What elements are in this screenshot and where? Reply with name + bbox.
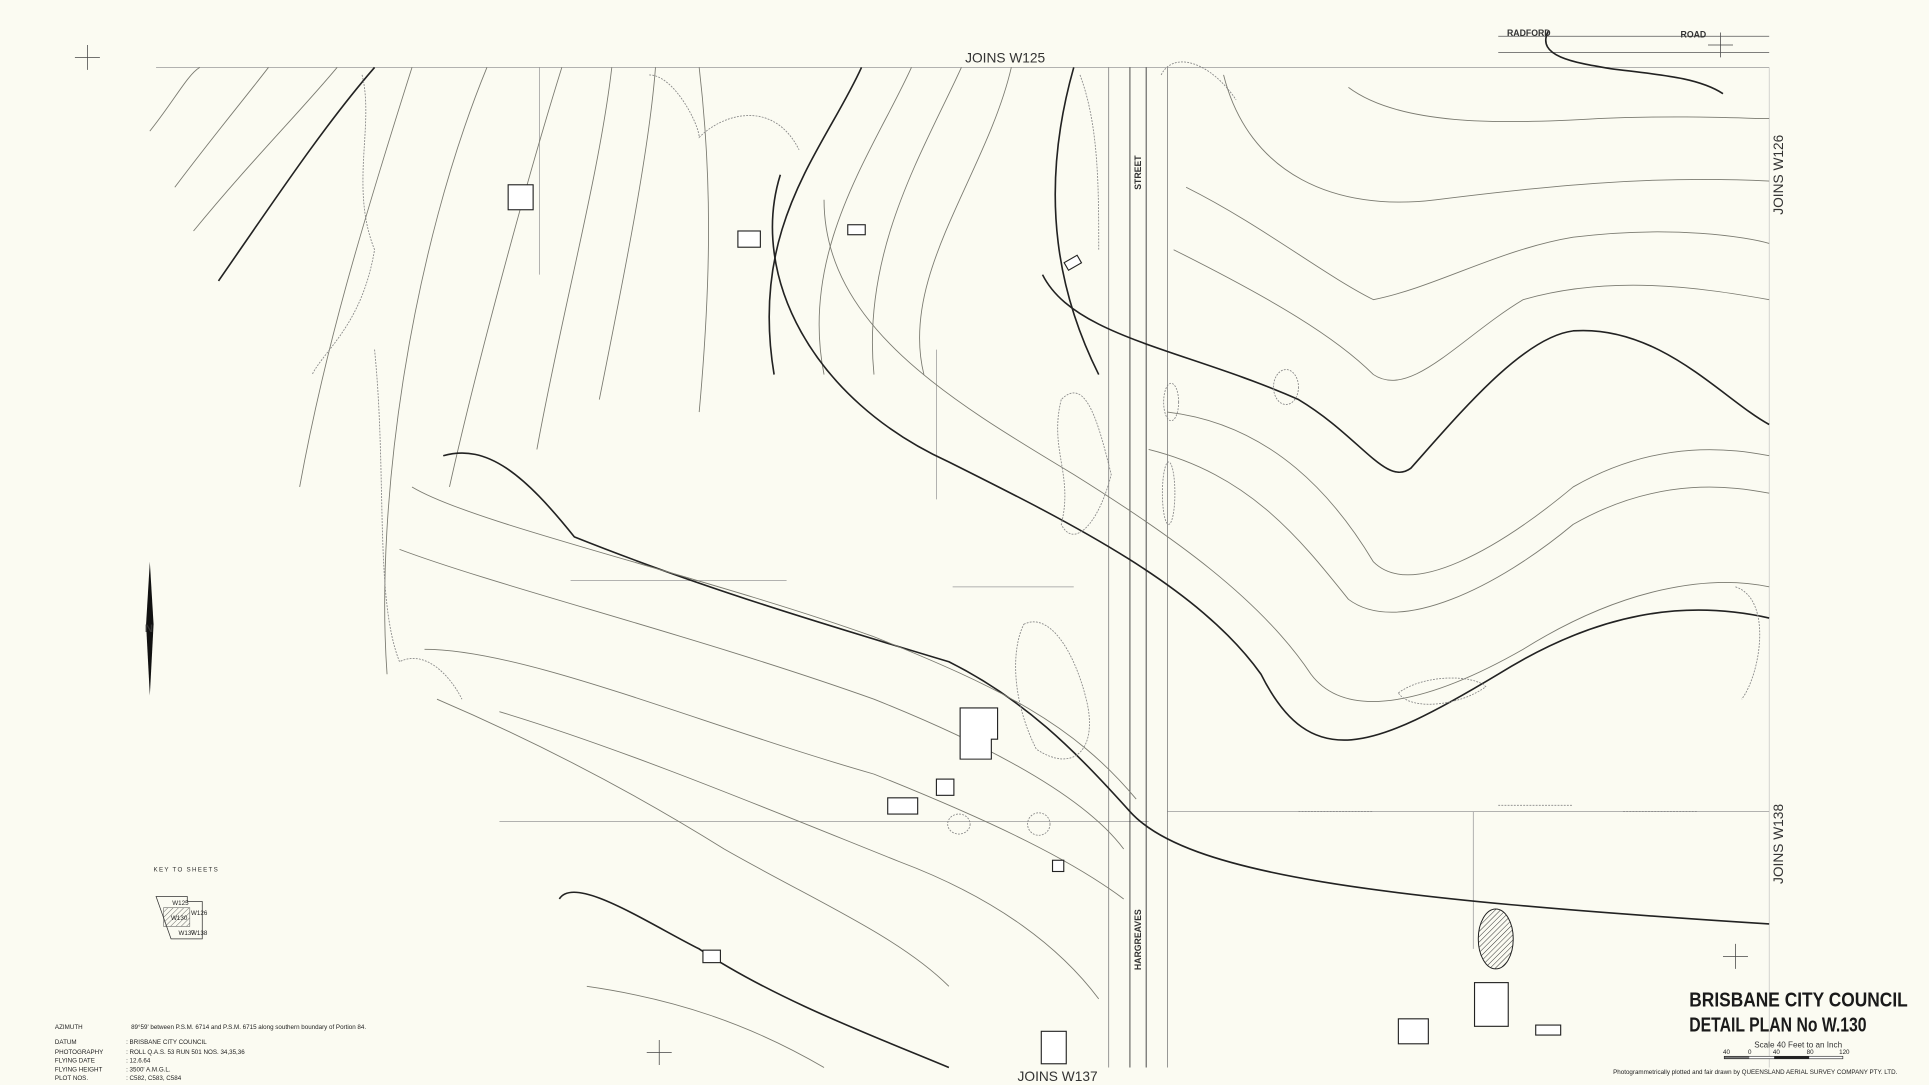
survey-legend: AZIMUTH 89°59' between P.S.M. 6714 and P… [55,1024,366,1082]
legend-photography-value: : ROLL Q.A.S. 53 RUN 501 NOS. 34,35,36 [126,1049,245,1056]
legend-flying-date-value: : 12.6.64 [126,1058,151,1065]
contour-lines [149,30,1770,1069]
legend-azimuth-value: 89°59' between P.S.M. 6714 and P.S.M. 67… [131,1024,366,1031]
scale-text: Scale 40 Feet to an Inch [1754,1041,1842,1050]
scale-tick-5: 40 [1773,1049,1780,1056]
title-line-1: BRISBANE CITY COUNCIL [1689,989,1907,1011]
title-block: BRISBANE CITY COUNCIL DETAIL PLAN No W.1… [1613,989,1908,1075]
joins-top-label: JOINS W125 [965,50,1045,65]
scale-tick-4: 0 [1748,1049,1752,1056]
title-line-2: DETAIL PLAN No W.130 [1689,1014,1866,1036]
legend-flying-height-value: : 3500' A.M.G.L. [126,1066,171,1073]
scale-tick-6: 80 [1807,1049,1814,1056]
legend-datum-label: DATUM [55,1039,77,1046]
key-sheet-w130: W130 [171,915,188,922]
legend-datum-value: : BRISBANE CITY COUNCIL [126,1039,207,1046]
joins-right-upper-label: JOINS W126 [1771,134,1786,214]
scale-tick-7: 120 [1839,1049,1850,1056]
radford-label: RADFORD [1507,28,1551,38]
legend-azimuth-label: AZIMUTH [55,1024,83,1031]
credit-text: Photogrammetrically plotted and fair dra… [1613,1069,1898,1076]
legend-photography-label: PHOTOGRAPHY [55,1049,104,1056]
legend-flying-date-label: FLYING DATE [55,1058,95,1065]
scale-tick-0: 40 [1723,1049,1730,1056]
legend-flying-height-label: FLYING HEIGHT [55,1066,103,1073]
key-to-sheets: KEY TO SHEETS W125 W126 W130 W137 W138 [154,866,219,940]
buildings [507,184,1562,1065]
legend-plot-nos-value: : C582, C583, C584 [126,1075,182,1082]
key-sheet-w126: W126 [191,910,208,917]
scale-bar: 40 0 40 80 120 [1723,1049,1850,1060]
north-label: N [145,623,153,635]
key-sheet-w138: W138 [191,930,208,937]
key-sheet-w125: W125 [172,900,189,907]
road-label: ROAD [1681,29,1707,39]
hargreaves-label: HARGREAVES [1133,909,1143,970]
radford-road [1498,35,1770,53]
joins-right-lower-label: JOINS W138 [1771,804,1786,884]
legend-plot-nos-label: PLOT NOS. [55,1075,88,1082]
key-to-sheets-title: KEY TO SHEETS [154,866,219,873]
street-label: STREET [1133,155,1143,190]
hargreaves-street [1108,67,1168,1068]
key-sheet-w137: W137 [179,930,196,937]
sheet-grid [74,32,1770,1068]
north-arrow: N [145,561,154,696]
vegetation-outlines [311,61,1761,836]
joins-bottom-label: JOINS W137 [1018,1069,1098,1084]
